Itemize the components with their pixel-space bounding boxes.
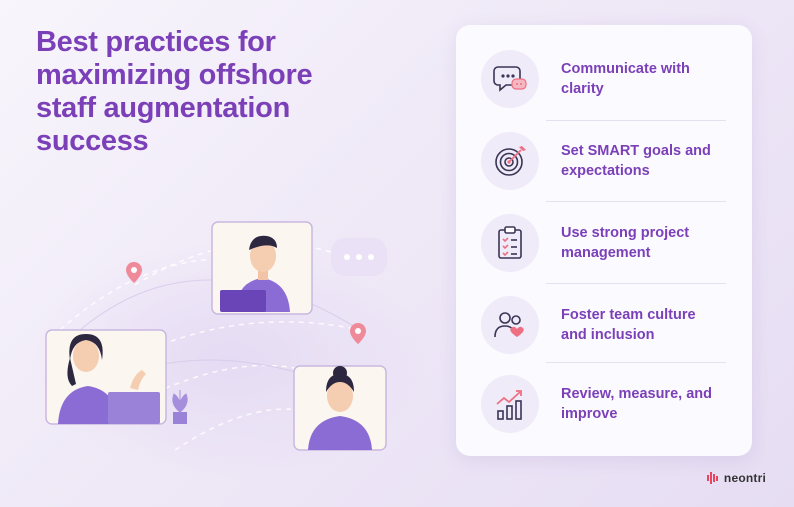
brand-logo: neontri — [706, 471, 766, 485]
target-icon — [481, 132, 539, 190]
practices-card: Communicate with clarity Set SMART goals… — [456, 25, 752, 456]
practice-label: Set SMART goals and expectations — [561, 143, 711, 179]
clipboard-checklist-icon — [481, 214, 539, 272]
title-line: maximizing offshore — [36, 59, 313, 91]
divider — [546, 120, 726, 121]
practice-label: Foster team culture and inclusion — [561, 307, 696, 343]
page-title: Best practices for maximizing offshore s… — [36, 26, 396, 158]
dashed-connection-lines — [59, 242, 361, 451]
chat-bubble-icon — [331, 238, 387, 276]
location-pin-icon — [126, 262, 142, 283]
practice-item: Foster team culture and inclusion — [481, 285, 727, 365]
video-window-woman-right — [293, 365, 387, 451]
practice-item: Set SMART goals and expectations — [481, 121, 727, 201]
background-glow — [30, 240, 430, 480]
location-pin-icon — [350, 323, 366, 344]
video-window-man — [211, 221, 313, 315]
chat-bubbles-icon — [481, 50, 539, 108]
divider — [546, 283, 726, 284]
practice-label: Review, measure, and improve — [561, 386, 712, 422]
practice-label: Communicate with clarity — [561, 61, 690, 97]
divider — [546, 201, 726, 202]
divider — [546, 362, 726, 363]
plant-icon — [172, 390, 188, 424]
practice-item: Use strong project management — [481, 203, 727, 283]
practice-label: Use strong project management — [561, 225, 690, 261]
team-heart-icon — [481, 296, 539, 354]
neontri-logo-icon — [706, 472, 718, 484]
video-window-woman-left — [45, 329, 167, 425]
title-line: success — [36, 125, 149, 157]
practice-item: Review, measure, and improve — [481, 364, 727, 444]
growth-chart-icon — [481, 375, 539, 433]
title-line: Best practices for — [36, 26, 276, 58]
practice-item: Communicate with clarity — [481, 39, 727, 119]
brand-name: neontri — [723, 471, 766, 485]
title-line: staff augmentation — [36, 92, 291, 124]
